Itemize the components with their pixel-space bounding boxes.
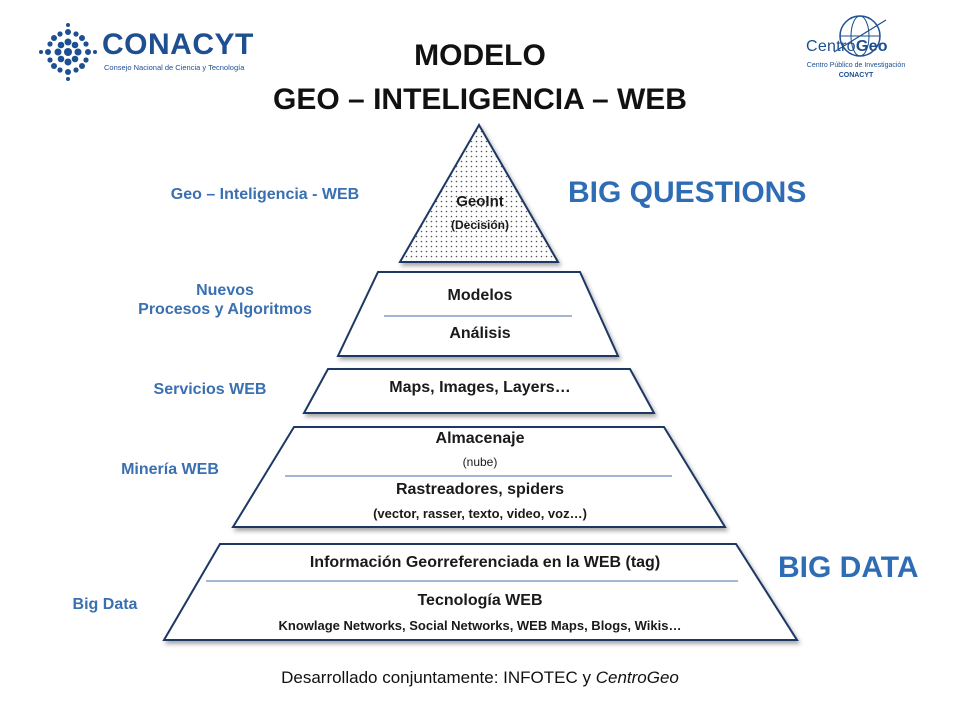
tier-4-bottom-sublabel: (vector, rasser, texto, video, voz…) bbox=[373, 506, 587, 521]
tier-4-shape bbox=[231, 426, 727, 528]
footer-prefix: Desarrollado conjuntamente: INFOTEC y bbox=[281, 668, 596, 687]
tier-3-label: Maps, Images, Layers… bbox=[389, 379, 571, 396]
globe-icon bbox=[833, 15, 887, 57]
tier-3-shape bbox=[302, 368, 656, 414]
page-title-line1: MODELO bbox=[414, 39, 546, 72]
tier-1-sublabel: (Decisión) bbox=[450, 218, 509, 232]
label-nuevos: Nuevos bbox=[196, 282, 254, 299]
label-procesos-algoritmos: Procesos y Algoritmos bbox=[138, 301, 312, 318]
tier-5-top-label: Información Georreferenciada en la WEB (… bbox=[309, 554, 661, 571]
centrogeo-name-a: Centro bbox=[806, 38, 856, 55]
footer-suffix: CentroGeo bbox=[595, 668, 679, 687]
tier-2-top-label: Modelos bbox=[447, 287, 513, 304]
conacyt-wordmark: CONACYT bbox=[102, 28, 254, 61]
footer-credit: Desarrollado conjuntamente: INFOTEC y Ce… bbox=[0, 668, 960, 688]
tier-1-shape bbox=[398, 122, 560, 263]
tier-5-bottom-sublabel: Knowlage Networks, Social Networks, WEB … bbox=[278, 618, 682, 633]
tier-4-top-sublabel: (nube) bbox=[462, 455, 498, 469]
tier-5-bottom-label: Tecnología WEB bbox=[417, 592, 543, 609]
centrogeo-logo: CentroGeo Centro Público de Investigació… bbox=[800, 14, 912, 86]
page-title-line2: GEO – INTELIGENCIA – WEB bbox=[273, 83, 687, 116]
label-big-questions: BIG QUESTIONS bbox=[568, 176, 807, 209]
centrogeo-wordmark: CentroGeo bbox=[806, 38, 888, 56]
conacyt-subtitle: Consejo Nacional de Ciencia y Tecnología bbox=[104, 63, 245, 72]
label-geoint-web: Geo – Inteligencia - WEB bbox=[170, 186, 360, 203]
tier-1-label: GeoInt bbox=[456, 193, 504, 210]
tier-4-top-label: Almacenaje bbox=[435, 430, 525, 447]
tier-2-shape bbox=[336, 271, 620, 357]
label-big-data-right: BIG DATA bbox=[778, 551, 919, 584]
label-servicios-web: Servicios WEB bbox=[153, 381, 267, 398]
label-big-data: Big Data bbox=[72, 596, 138, 613]
tier-2-bottom-label: Análisis bbox=[449, 325, 511, 342]
centrogeo-line2: CONACYT bbox=[838, 72, 874, 79]
centrogeo-line1: Centro Público de Investigación bbox=[806, 62, 906, 69]
conacyt-logo: CONACYT Consejo Nacional de Ciencia y Te… bbox=[38, 22, 253, 82]
tier-4-bottom-label: Rastreadores, spiders bbox=[395, 481, 565, 498]
tier-5-shape bbox=[162, 543, 799, 641]
conacyt-emblem-icon bbox=[39, 23, 97, 81]
centrogeo-name-b: Geo bbox=[855, 38, 888, 55]
label-mineria-web: Minería WEB bbox=[121, 461, 219, 478]
